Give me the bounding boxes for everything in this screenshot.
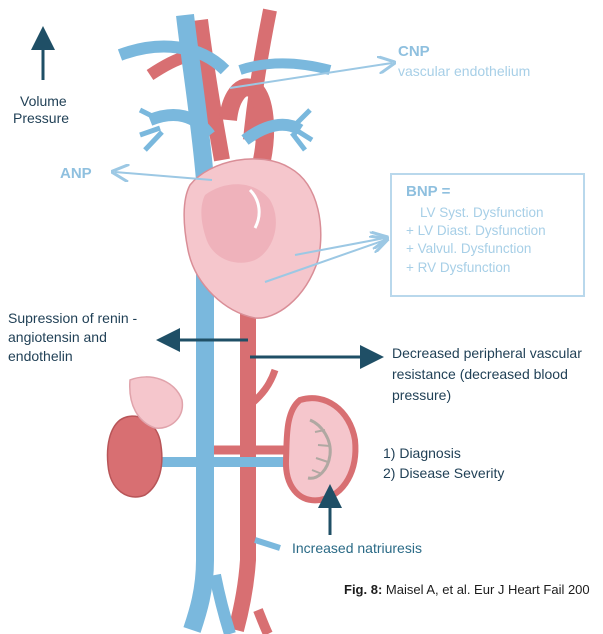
- left-kidney: [108, 377, 183, 497]
- bnp-item: LV Syst. Dysfunction: [406, 204, 569, 222]
- cnp-subtitle: vascular endothelium: [398, 63, 530, 81]
- anp-label: ANP: [60, 165, 92, 184]
- pressure-label: Pressure: [13, 110, 69, 128]
- figure-caption: Fig. 8: Maisel A, et al. Eur J Heart Fai…: [344, 582, 590, 598]
- right-kidney: [286, 398, 355, 500]
- natriuresis-label: Increased natriuresis: [292, 540, 422, 558]
- resistance-label-line1: Decreased peripheral vascular: [392, 345, 582, 363]
- bnp-title: BNP =: [406, 183, 569, 200]
- renin-label-line3: endothelin: [8, 348, 73, 366]
- renin-label-line1: Supression of renin -: [8, 310, 137, 328]
- bnp-item: + Valvul. Dysfunction: [406, 240, 569, 258]
- caption-text: Maisel A, et al. Eur J Heart Fail 200: [382, 582, 589, 597]
- bnp-item: + LV Diast. Dysfunction: [406, 222, 569, 240]
- resistance-label-line3: pressure): [392, 387, 451, 405]
- renin-label-line2: angiotensin and: [8, 329, 107, 347]
- diagnosis-label: 1) Diagnosis: [383, 445, 461, 463]
- bnp-box: BNP = LV Syst. Dysfunction + LV Diast. D…: [390, 173, 585, 297]
- severity-label: 2) Disease Severity: [383, 465, 504, 483]
- volume-label: Volume: [20, 93, 67, 111]
- resistance-label-line2: resistance (decreased blood: [392, 366, 568, 384]
- caption-bold: Fig. 8:: [344, 582, 382, 597]
- bnp-item: + RV Dysfunction: [406, 259, 569, 277]
- cnp-title: CNP: [398, 43, 430, 62]
